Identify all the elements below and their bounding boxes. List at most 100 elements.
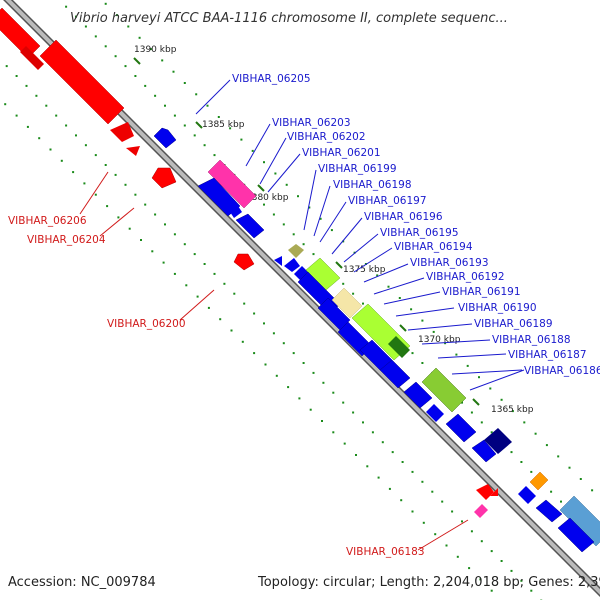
gene-vibhar-06204[interactable] (151, 167, 177, 189)
gc-dot (263, 161, 265, 164)
gene-label[interactable]: VIBHAR_06201 (302, 147, 381, 159)
gene-downstream-8[interactable] (557, 517, 595, 553)
gc-dot (500, 560, 503, 562)
ruler-label: 1385 kbp (202, 120, 245, 130)
gene-label[interactable]: VIBHAR_06188 (492, 334, 571, 346)
gc-dot (193, 253, 196, 256)
gc-dot (134, 75, 137, 77)
gene-label[interactable]: VIBHAR_06192 (426, 271, 505, 283)
gene-label[interactable]: VIBHAR_06187 (508, 349, 587, 361)
gc-dot (510, 451, 513, 454)
gene-label[interactable]: VIBHAR_06190 (458, 302, 537, 314)
gene-vibhar-06183[interactable] (474, 484, 498, 518)
gc-dot (400, 499, 403, 502)
gene-downstream-3[interactable] (426, 404, 444, 422)
gene-vibhar-06188[interactable] (388, 336, 410, 358)
gc-dot (26, 125, 29, 128)
gene-vibhar-06191[interactable] (317, 297, 351, 331)
gc-dot (213, 154, 216, 157)
gene-label[interactable]: VIBHAR_06191 (442, 286, 521, 298)
gc-dot (84, 144, 87, 147)
gene-vibhar-06206[interactable] (0, 7, 140, 156)
gene-downstream-navy[interactable] (484, 428, 512, 454)
gc-dot (134, 193, 137, 196)
gc-dot (104, 45, 107, 48)
gc-dot (355, 454, 357, 456)
gene-label[interactable]: VIBHAR_06204 (27, 234, 106, 246)
gene-label[interactable]: VIBHAR_06195 (380, 227, 459, 239)
gene-label[interactable]: VIBHAR_06200 (107, 318, 186, 330)
gene-downstream-6[interactable] (518, 486, 536, 504)
gc-dot (124, 183, 127, 186)
gc-dot (282, 342, 285, 345)
gc-dot (128, 227, 131, 230)
accession-text: Accession: NC_009784 (8, 575, 156, 590)
ruler-label: 1390 kbp (134, 45, 177, 55)
gc-dot (342, 282, 345, 285)
gc-dot (164, 223, 166, 226)
gene-vibhar-06205[interactable] (153, 127, 177, 149)
gc-dot (94, 193, 97, 196)
gc-dot (352, 292, 355, 295)
gc-dot (72, 171, 75, 174)
gc-dot (116, 14, 118, 17)
gene-label[interactable]: VIBHAR_06189 (474, 318, 553, 330)
gene-label[interactable]: VIBHAR_06199 (318, 163, 397, 175)
gc-dot (342, 401, 345, 404)
gene-label[interactable]: VIBHAR_06197 (348, 195, 427, 207)
gene-downstream-1[interactable] (379, 359, 411, 389)
gc-dot (183, 124, 186, 127)
gc-dot (149, 48, 152, 51)
gene-label[interactable]: VIBHAR_06196 (364, 211, 443, 223)
gc-dot (560, 500, 562, 503)
gene-downstream-4[interactable] (445, 413, 477, 443)
gc-dot (366, 465, 369, 468)
gc-dot (480, 540, 483, 543)
gc-dot (233, 292, 236, 295)
gene-label[interactable]: VIBHAR_06198 (333, 179, 412, 191)
gene-vibhar-06200[interactable] (233, 253, 255, 271)
gene-vibhar-06199[interactable] (235, 213, 265, 239)
gc-dot (530, 470, 533, 473)
gc-dot (206, 104, 209, 107)
gene-vibhar-06198[interactable] (274, 256, 282, 266)
gc-dot (466, 364, 469, 367)
gene-label[interactable]: VIBHAR_06205 (232, 73, 311, 85)
ruler-tick (195, 121, 203, 129)
gc-dot (195, 93, 198, 96)
gene-vibhar-06203[interactable] (207, 159, 257, 209)
gc-dot (411, 470, 414, 473)
gene-vibhar-06192[interactable] (331, 287, 363, 319)
gene-downstream-5[interactable] (471, 439, 497, 463)
gc-dot (161, 59, 164, 62)
gc-dot (352, 411, 355, 414)
gc-dot (343, 442, 346, 445)
gc-dot (164, 104, 166, 107)
gc-dot (432, 330, 435, 333)
gene-downstream-orange[interactable] (529, 471, 549, 491)
gene-downstream-2[interactable] (403, 381, 433, 409)
gc-dot (196, 295, 199, 298)
gc-dot (470, 530, 473, 533)
gene-downstream-7[interactable] (535, 499, 563, 523)
gc-dot (217, 116, 220, 118)
gc-dot (312, 253, 315, 256)
gc-dot (15, 75, 18, 77)
gc-dot (371, 431, 374, 434)
gene-vibhar-06196[interactable] (284, 258, 300, 272)
gene-vibhar-06201[interactable] (226, 206, 242, 218)
gene-label[interactable]: VIBHAR_06193 (410, 257, 489, 269)
gene-label[interactable]: VIBHAR_06194 (394, 241, 473, 253)
gc-dot (172, 70, 175, 73)
gene-label[interactable]: VIBHAR_06183 (346, 546, 425, 558)
gene-label[interactable]: VIBHAR_06202 (287, 131, 366, 143)
gene-label[interactable]: VIBHAR_06203 (272, 117, 351, 129)
gc-dot (557, 455, 560, 458)
gc-dot (117, 216, 120, 219)
gc-dot (106, 205, 109, 208)
gc-dot (45, 104, 48, 107)
gene-vibhar-06186[interactable] (421, 367, 467, 413)
gene-label[interactable]: VIBHAR_06206 (8, 215, 87, 227)
gene-vibhar-06197[interactable] (288, 244, 304, 258)
gene-label[interactable]: VIBHAR_06186 (524, 365, 600, 377)
